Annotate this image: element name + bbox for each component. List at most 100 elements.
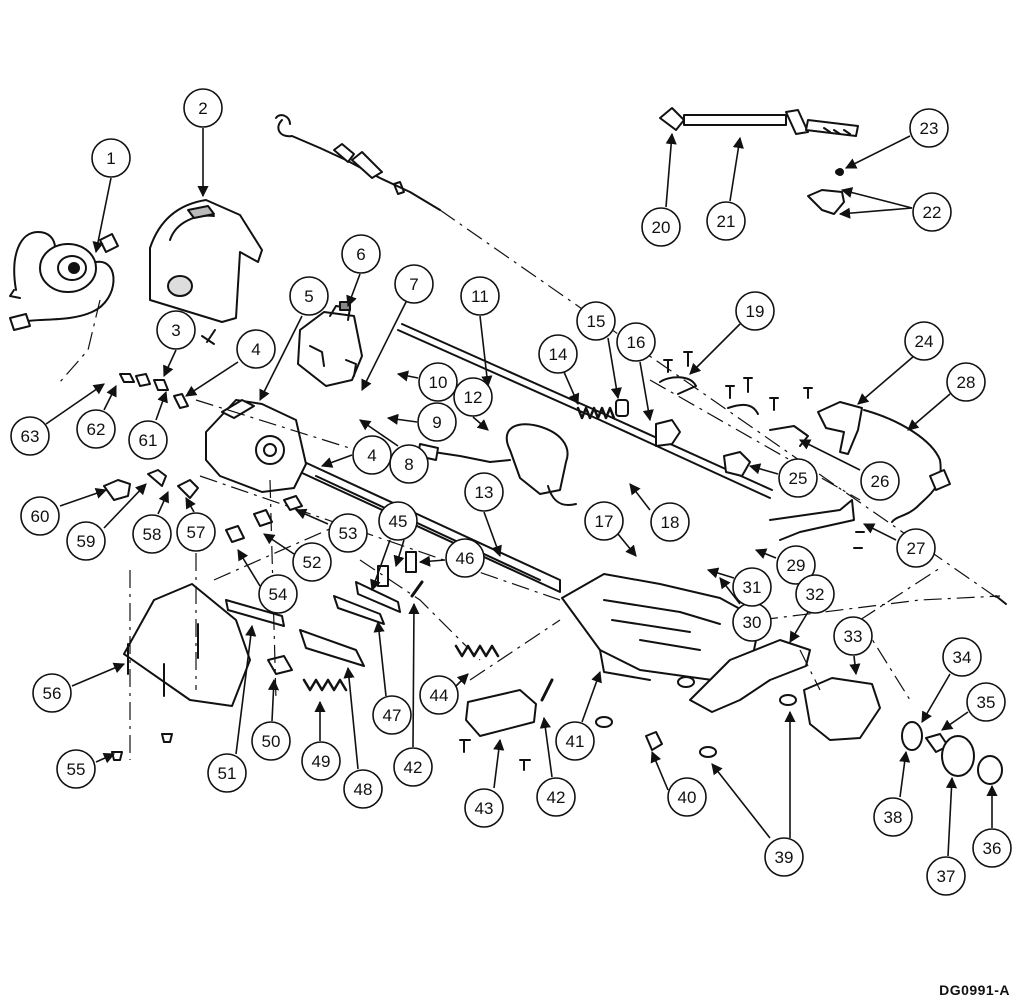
lock-actuator-part	[803, 677, 881, 741]
callout-circle	[735, 291, 775, 331]
callout-circle	[576, 301, 616, 341]
callout-number: 20	[652, 218, 671, 237]
callout-leader-arrow	[59, 488, 108, 507]
callout-number: 56	[43, 684, 62, 703]
callout-circle	[341, 234, 381, 274]
callout-circle	[972, 828, 1012, 868]
callout-number: 40	[678, 788, 697, 807]
cover-screws	[111, 733, 531, 771]
callout-circle	[946, 362, 986, 402]
callout-number: 50	[262, 732, 281, 751]
callout-leader-arrow	[418, 555, 446, 567]
callout-circle	[352, 435, 392, 475]
callout-number: 10	[429, 373, 448, 392]
washer-part	[901, 721, 923, 751]
callout-59: 59	[66, 483, 147, 561]
callout-30: 30	[719, 577, 772, 642]
callout-circle	[860, 461, 900, 501]
callout-leader-arrow	[563, 371, 580, 406]
callout-circle	[156, 310, 196, 350]
callout-circle	[555, 721, 595, 761]
callout-number: 51	[218, 764, 237, 783]
callout-circle	[417, 402, 457, 442]
callout-leader-arrow	[235, 624, 257, 755]
clockspring-part	[9, 231, 119, 331]
callout-number: 14	[549, 345, 568, 364]
callout-33: 33	[833, 616, 873, 676]
callout-number: 23	[920, 119, 939, 138]
callout-circle	[289, 276, 329, 316]
callout-number: 48	[354, 780, 373, 799]
callout-37: 37	[926, 776, 966, 896]
callout-10: 10	[396, 362, 458, 402]
callout-leader-arrow	[155, 390, 168, 421]
lock-housing-part	[297, 301, 363, 387]
callout-leader-arrow	[581, 670, 602, 723]
callout-leader-arrow	[539, 716, 553, 778]
callout-circle	[896, 528, 936, 568]
callout-circle	[667, 777, 707, 817]
callout-14: 14	[538, 334, 580, 406]
callout-number: 21	[717, 212, 736, 231]
callout-circle	[10, 416, 50, 456]
callout-number: 18	[661, 513, 680, 532]
callout-35: 35	[941, 682, 1006, 731]
bushing-part	[655, 419, 681, 447]
callout-58: 58	[132, 490, 172, 554]
callout-circle	[453, 377, 493, 417]
callout-63: 63	[10, 383, 105, 456]
callout-leader-arrow	[493, 738, 505, 789]
callout-32: 32	[789, 574, 835, 643]
callout-leader-arrow	[237, 549, 261, 587]
callout-number: 24	[915, 332, 934, 351]
callout-4: 4	[185, 329, 276, 397]
callout-circle	[128, 420, 168, 460]
callout-leader-arrow	[748, 463, 779, 475]
steering-column-shroud-part	[149, 199, 263, 345]
callout-number: 41	[566, 732, 585, 751]
callout-number: 1	[106, 149, 115, 168]
small-parts-left	[103, 373, 303, 543]
callout-11: 11	[460, 276, 500, 388]
callout-circle	[394, 264, 434, 304]
callout-circle	[378, 501, 418, 541]
callout-12: 12	[453, 377, 493, 431]
top-right-screw	[995, 595, 1007, 605]
callout-number: 8	[404, 455, 413, 474]
bracket-screws	[853, 531, 865, 549]
callout-number: 4	[251, 340, 260, 359]
callout-leader-arrow	[840, 187, 913, 209]
callout-62: 62	[76, 384, 117, 449]
callout-circle	[464, 788, 504, 828]
callout-circle	[584, 501, 624, 541]
callout-50: 50	[251, 678, 291, 761]
lever-pawl-part	[807, 189, 845, 215]
callout-leader-arrow	[798, 439, 861, 471]
callout-53: 53	[294, 508, 368, 553]
callout-number: 39	[775, 848, 794, 867]
callout-leader-arrow	[359, 419, 399, 447]
callout-number: 53	[339, 524, 358, 543]
callout-18: 18	[629, 483, 690, 542]
callout-number: 42	[404, 758, 423, 777]
callout-number: 46	[456, 549, 475, 568]
callout-circle	[328, 513, 368, 553]
callout-circle	[776, 545, 816, 585]
callout-circle	[236, 329, 276, 369]
callout-leader-arrow	[320, 454, 353, 468]
callout-circle	[966, 682, 1006, 722]
lock-bar-parts	[225, 551, 663, 751]
callout-leader-arrow	[346, 273, 361, 308]
callout-circle	[91, 138, 131, 178]
callout-5: 5	[259, 276, 329, 402]
callout-number: 47	[383, 706, 402, 725]
callout-circle	[445, 538, 485, 578]
callout-circle	[258, 574, 298, 614]
callout-number: 58	[143, 525, 162, 544]
callout-circle	[778, 458, 818, 498]
callout-42: 42	[536, 716, 576, 817]
callout-number: 30	[743, 613, 762, 632]
callout-circle	[20, 496, 60, 536]
callout-leader-arrow	[92, 177, 112, 254]
callout-61: 61	[128, 390, 168, 460]
